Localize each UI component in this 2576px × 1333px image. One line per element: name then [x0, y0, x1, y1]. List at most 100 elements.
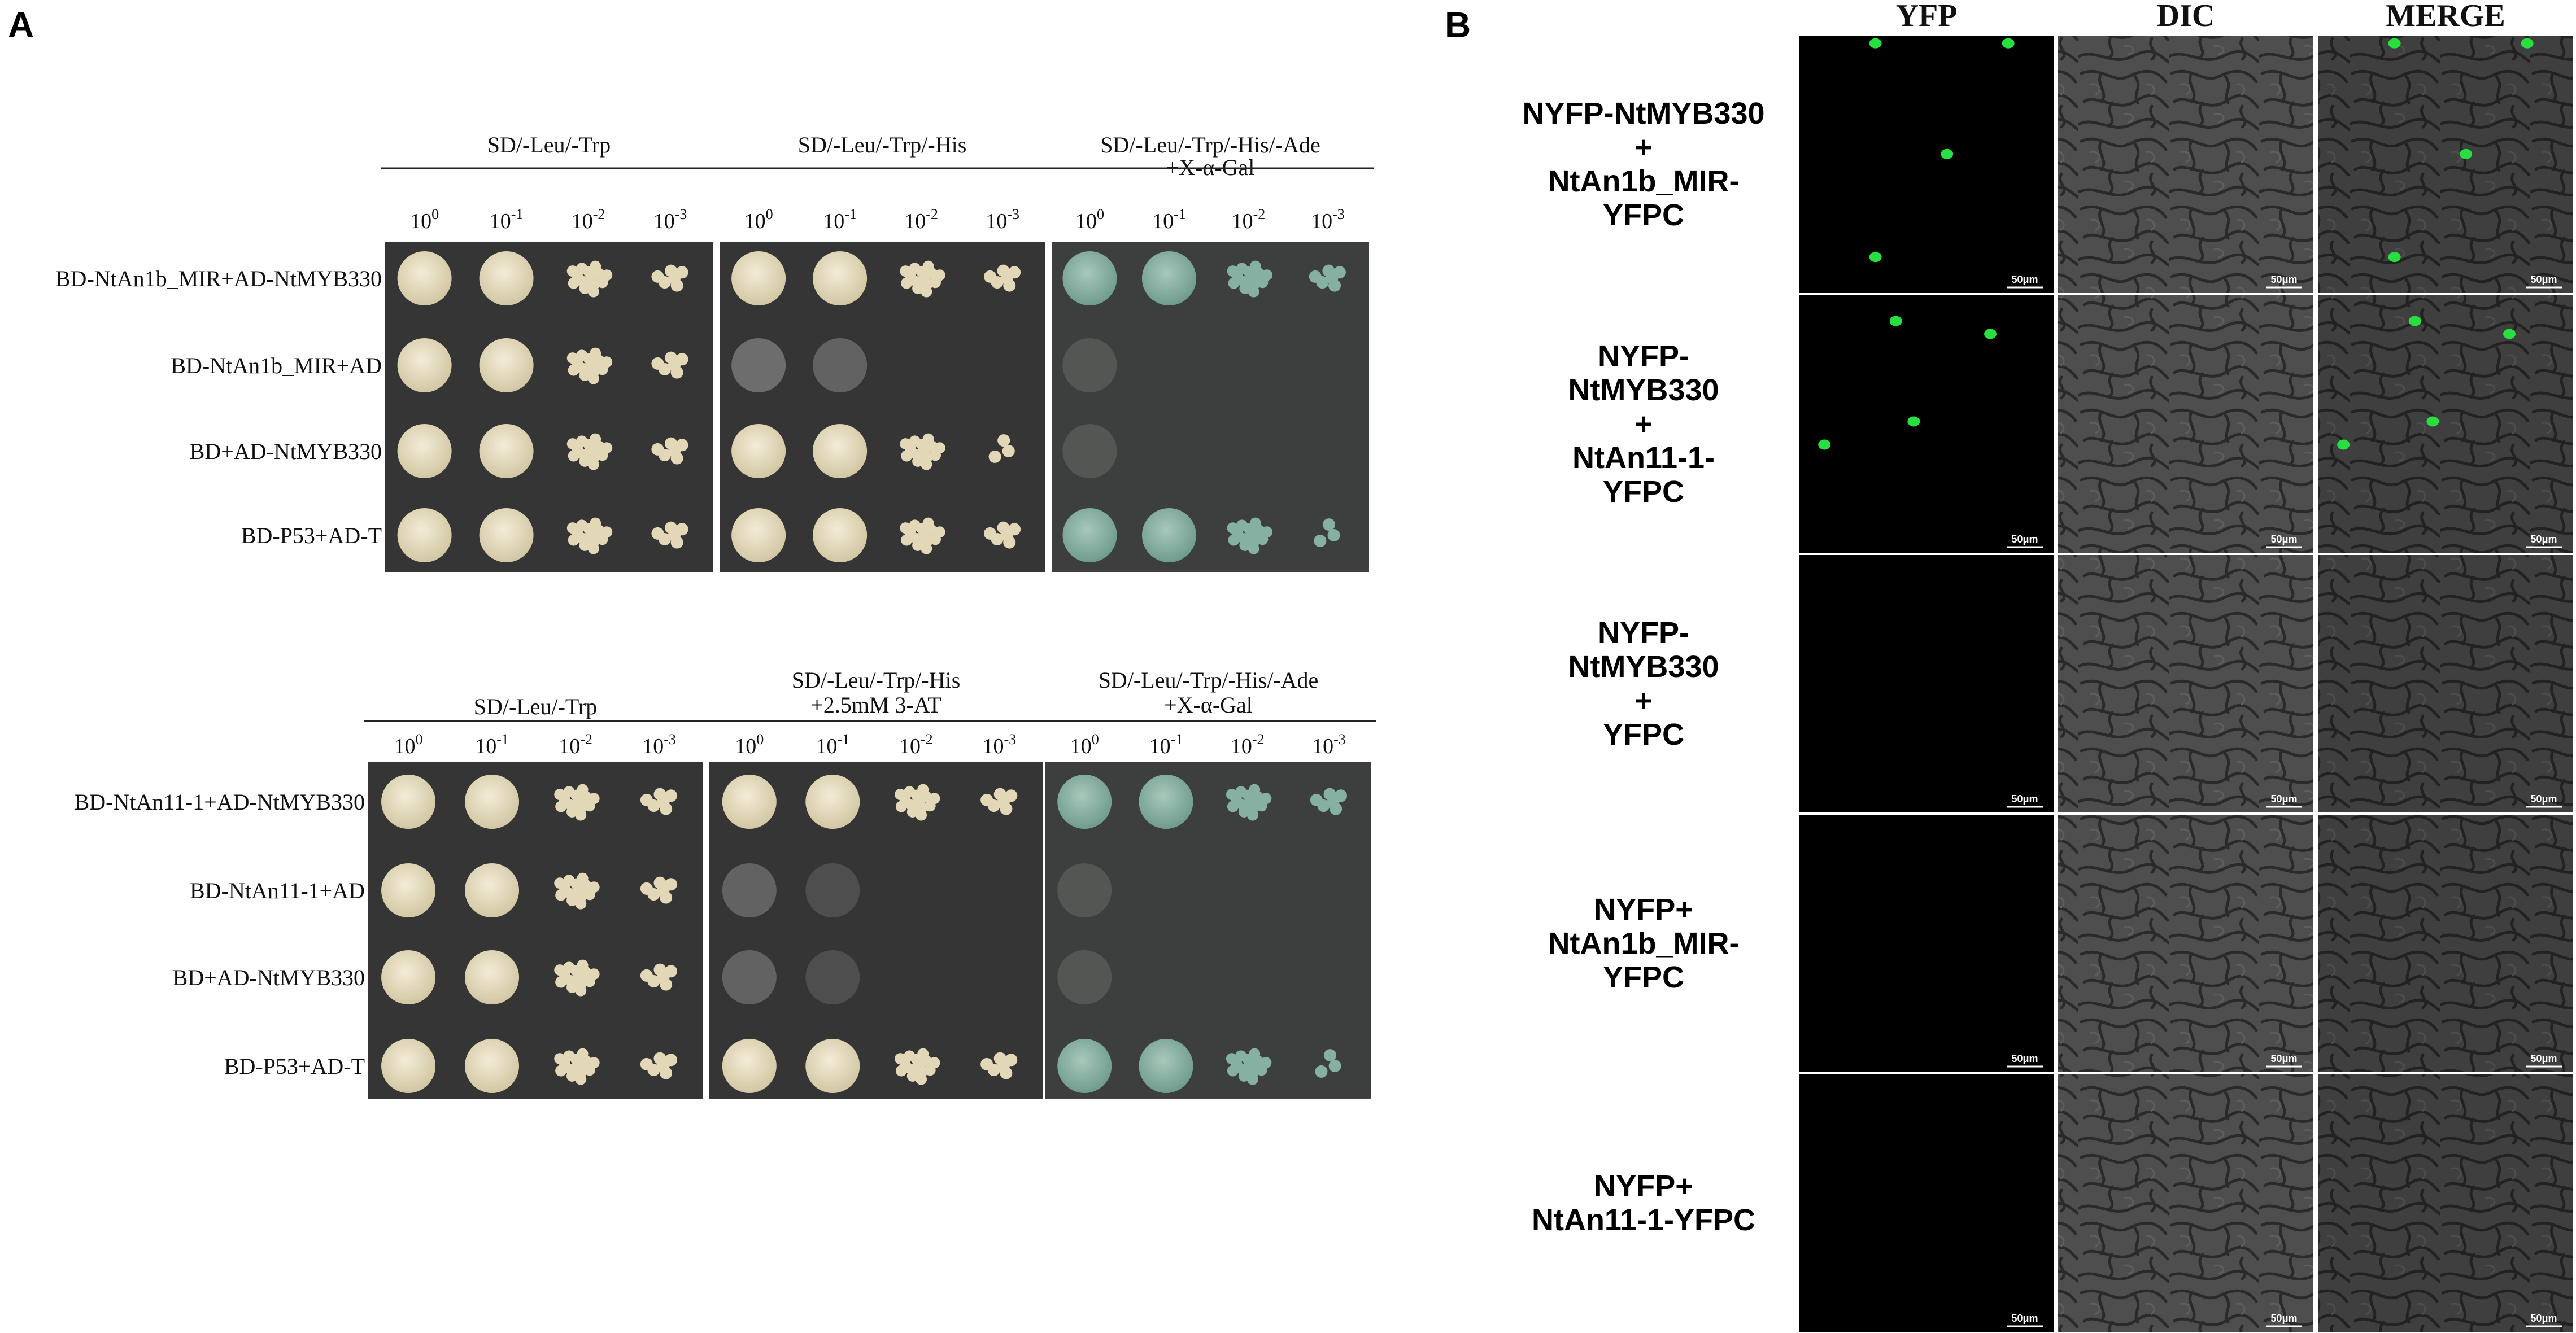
yfp-nucleus-signal [1889, 316, 1902, 326]
yfp-nucleus-signal [2002, 38, 2015, 49]
yeast-colony-spot [805, 1039, 860, 1093]
yeast-colony-spot [465, 1039, 520, 1093]
yeast-colony-spot [731, 424, 786, 478]
panel-a-letter: A [8, 5, 34, 45]
yeast-colony-spot [983, 521, 1021, 549]
scale-bar-label: 50μm [2011, 1313, 2038, 1324]
yeast-colony-spot [381, 775, 436, 829]
construct-row-label: BD-P53+AD-T [241, 523, 382, 548]
micrograph-merge [2318, 1074, 2573, 1332]
dilution-label: 10-2 [904, 206, 938, 233]
yeast-colony-spot [900, 260, 945, 298]
yeast-colony-spot [900, 517, 945, 554]
yeast-colony-spot [1057, 775, 1112, 829]
channel-header: MERGE [2386, 0, 2505, 33]
yeast-colony-spot [640, 876, 678, 904]
yfp-nucleus-signal [2408, 316, 2421, 326]
bifc-construct-label: YFPC [1603, 198, 1684, 232]
yeast-colony-spot [813, 338, 868, 392]
yeast-colony-spot [1057, 1039, 1112, 1093]
yeast-colony-spot [1062, 424, 1117, 478]
dilution-label: 10-1 [475, 731, 509, 758]
yeast-colony-spot [479, 251, 534, 305]
dilution-label: 10-2 [1231, 731, 1265, 758]
yfp-nucleus-signal [2521, 38, 2534, 49]
dilution-label: 10-1 [1149, 731, 1183, 758]
yeast-colony-spot [397, 424, 452, 478]
dilution-label: 10-1 [490, 206, 524, 233]
construct-row-label: BD-NtAn1b_MIR+AD [171, 353, 382, 378]
scale-bar-label: 50μm [2011, 1053, 2038, 1064]
micrograph-merge [2318, 555, 2573, 812]
micrograph-dic [2058, 295, 2313, 553]
condition-label: SD/-Leu/-Trp [474, 694, 598, 719]
micrograph-yfp [1799, 555, 2054, 812]
dilution-label: 10-1 [823, 206, 857, 233]
yeast-colony-spot [566, 347, 613, 384]
dilution-label: 10-2 [559, 731, 592, 758]
construct-row-label: BD-NtAn1b_MIR+AD-NtMYB330 [55, 266, 382, 291]
micrograph-yfp [1799, 295, 2054, 553]
construct-row-label: BD-P53+AD-T [224, 1054, 365, 1079]
micrograph-yfp [1799, 36, 2054, 293]
micrograph-dic [2058, 1074, 2313, 1332]
yeast-colony-spot [980, 788, 1018, 815]
yfp-nucleus-signal [2426, 416, 2439, 427]
scale-bar-label: 50μm [2530, 274, 2557, 285]
dilution-label: 10-3 [986, 206, 1019, 233]
bifc-construct-label: NtAn1b_MIR- [1548, 926, 1740, 960]
yeast-colony-spot [1310, 788, 1347, 815]
yeast-colony-spot [722, 1039, 777, 1093]
scale-bar-label: 50μm [2011, 274, 2038, 285]
yeast-colony-spot [397, 338, 452, 392]
yeast-colony-spot [397, 251, 452, 305]
condition-supplement-label: +2.5mM 3-AT [810, 692, 941, 718]
yeast-colony-spot [465, 950, 520, 1004]
yeast-colony-spot [805, 775, 860, 829]
scale-bar-label: 50μm [2011, 534, 2038, 545]
channel-header: YFP [1896, 0, 1958, 33]
bifc-construct-label: YFPC [1603, 960, 1684, 994]
bifc-construct-label: NYFP+ [1594, 1169, 1693, 1203]
yeast-colony-spot [554, 959, 600, 997]
yeast-colony-spot [465, 775, 520, 829]
yfp-nucleus-signal [1869, 252, 1882, 263]
yeast-colony-spot [805, 950, 860, 1004]
yfp-nucleus-signal [1818, 439, 1831, 450]
dilution-label: 100 [735, 731, 764, 758]
yeast-colony-spot [566, 517, 613, 554]
yfp-nucleus-signal [1984, 329, 1997, 339]
yeast-colony-spot [1309, 264, 1346, 292]
bifc-construct-label: NtMYB330 [1568, 373, 1719, 407]
yeast-colony-spot [731, 338, 786, 392]
yeast-colony-spot [651, 437, 688, 465]
yeast-colony-spot [1062, 508, 1117, 562]
dilution-label: 10-2 [572, 206, 605, 233]
yfp-nucleus-signal [1907, 416, 1920, 427]
bifc-construct-label: NtAn11-1-YFPC [1532, 1203, 1755, 1237]
yeast-colony-spot [980, 1052, 1018, 1079]
yeast-colony-spot [731, 251, 786, 305]
scale-bar-label: 50μm [2270, 1313, 2297, 1324]
dilution-label: 100 [394, 731, 423, 758]
micrograph-dic [2058, 555, 2313, 812]
dilution-label: 100 [744, 206, 773, 233]
construct-row-label: BD-NtAn11-1+AD-NtMYB330 [75, 789, 365, 815]
bifc-construct-label: NYFP- [1598, 616, 1689, 650]
yeast-colony-spot [1141, 508, 1196, 562]
micrograph-merge [2318, 815, 2573, 1072]
yeast-colony-spot [1227, 517, 1273, 554]
yeast-colony-spot [988, 434, 1015, 463]
yfp-nucleus-signal [1941, 148, 1954, 159]
scale-bar-label: 50μm [2011, 793, 2038, 805]
bifc-construct-label: NYFP+ [1594, 893, 1693, 926]
yeast-colony-spot [566, 260, 613, 298]
yeast-colony-spot [465, 863, 520, 917]
yeast-colony-spot [381, 950, 436, 1004]
condition-label: SD/-Leu/-Trp/-His [798, 132, 967, 158]
